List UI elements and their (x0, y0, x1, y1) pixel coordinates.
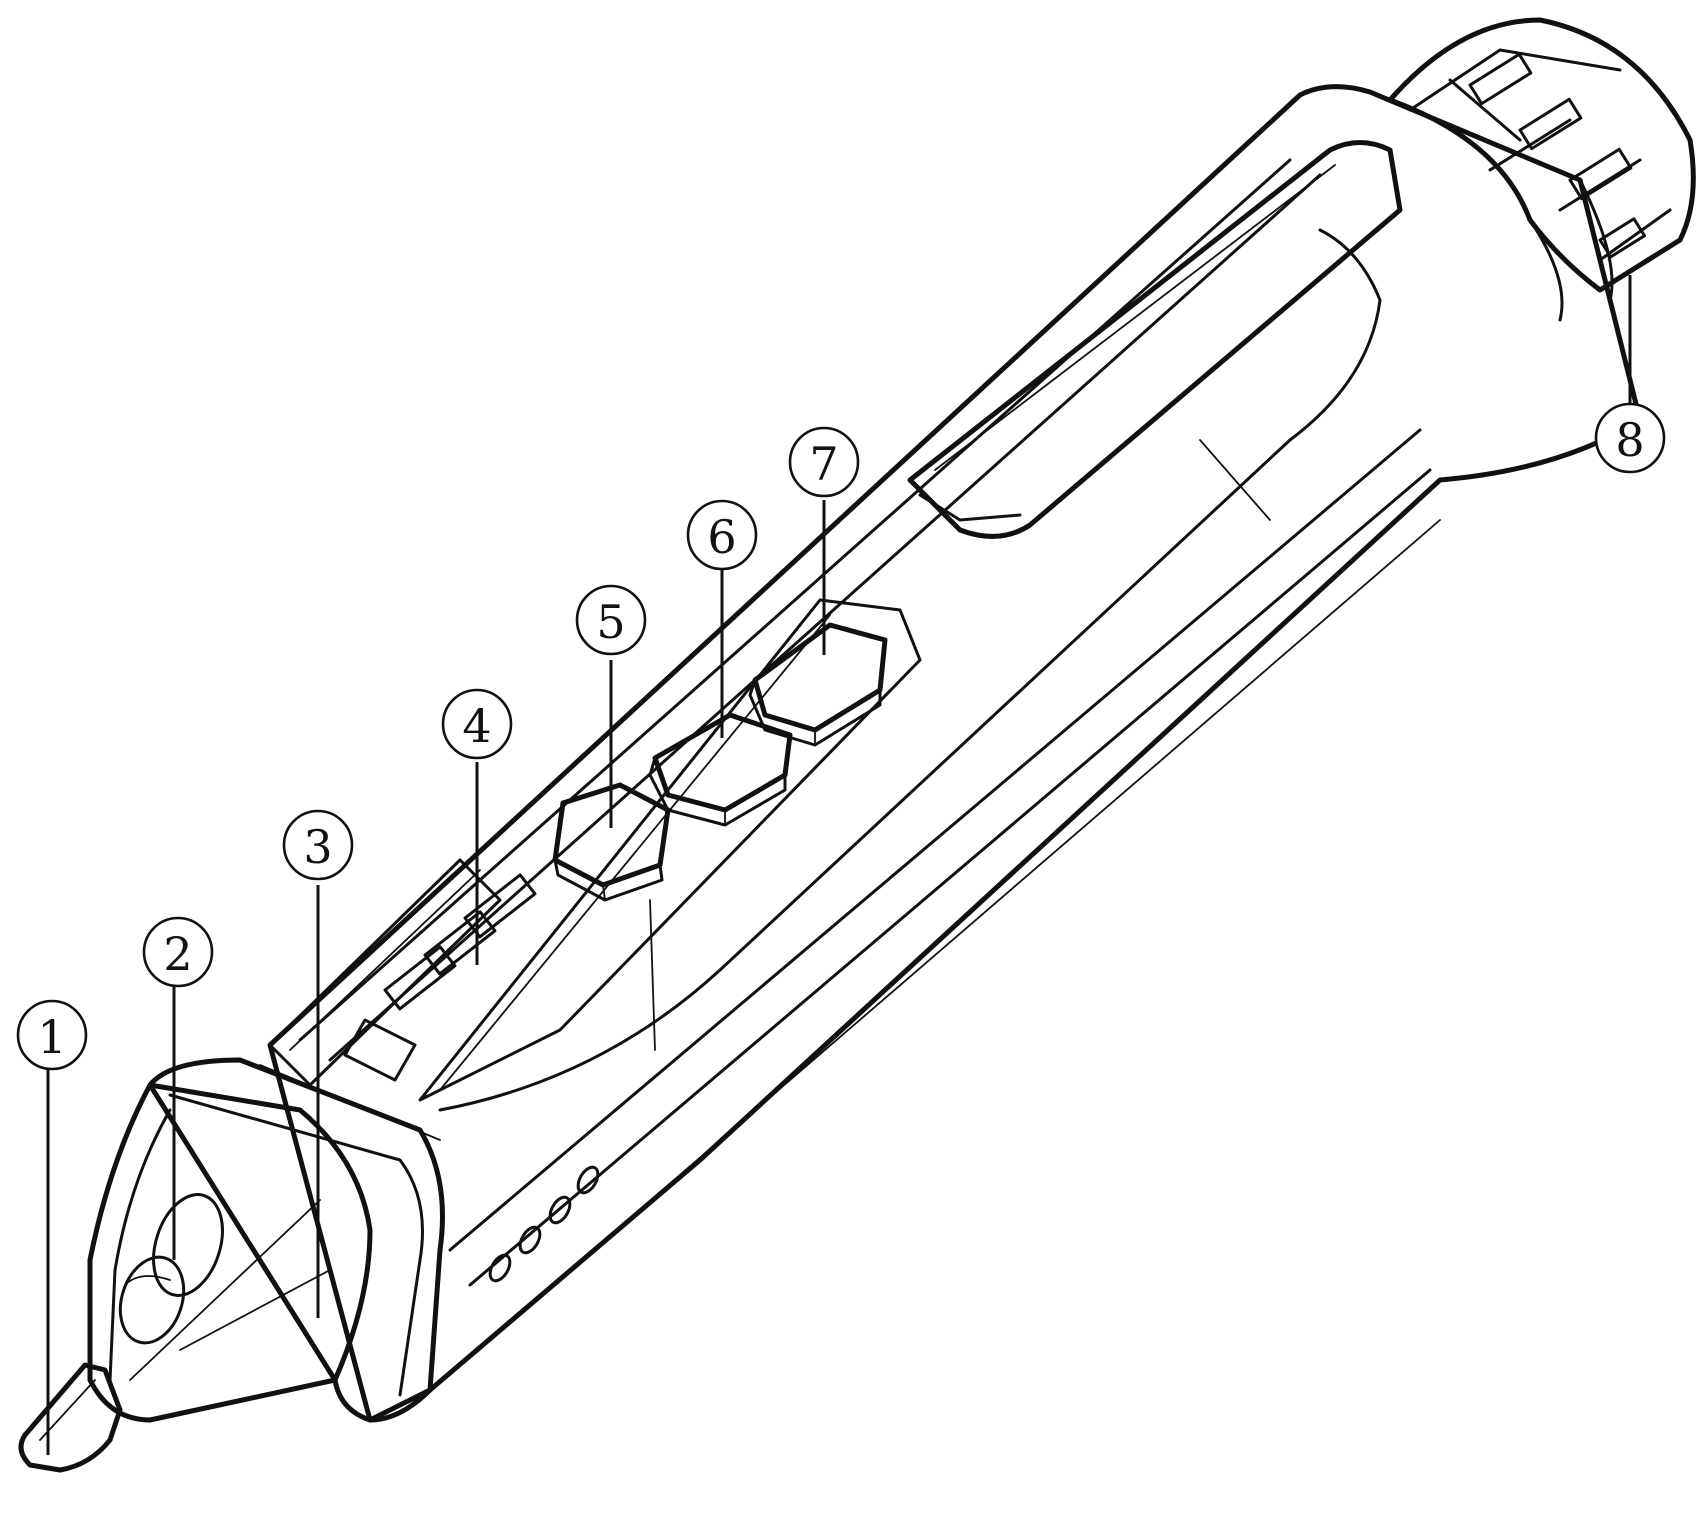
callout-8-label: 8 (1615, 413, 1644, 467)
button-6[interactable] (648, 712, 793, 827)
callout-3: 3 (282, 809, 354, 881)
button-7[interactable] (748, 622, 888, 747)
button-5[interactable] (552, 782, 671, 902)
leader-lines (46, 275, 1632, 1455)
rear-battery-cap (1387, 17, 1696, 322)
callout-3-label: 3 (303, 820, 332, 874)
callout-7-label: 7 (809, 437, 838, 491)
front-collar (147, 1057, 445, 1423)
callout-2: 2 (142, 916, 214, 988)
callout-1-label: 1 (37, 1010, 66, 1064)
callout-2-label: 2 (163, 927, 192, 981)
flashlight-lens (118, 1193, 224, 1345)
callout-6: 6 (686, 499, 758, 571)
pocket-clip (907, 140, 1403, 539)
callout-6-label: 6 (707, 510, 736, 564)
led-indicator-strip (268, 858, 537, 1087)
callout-5: 5 (575, 584, 647, 656)
front-cone (87, 1082, 373, 1423)
callout-4: 4 (441, 688, 513, 760)
callout-7: 7 (788, 426, 860, 498)
probe-tip (18, 1362, 123, 1473)
vent-holes (488, 1165, 600, 1283)
callout-5-label: 5 (596, 595, 625, 649)
pen-body (267, 84, 1643, 1423)
callout-1: 1 (16, 999, 88, 1071)
callout-8: 8 (1594, 402, 1666, 474)
callout-4-label: 4 (462, 699, 491, 753)
